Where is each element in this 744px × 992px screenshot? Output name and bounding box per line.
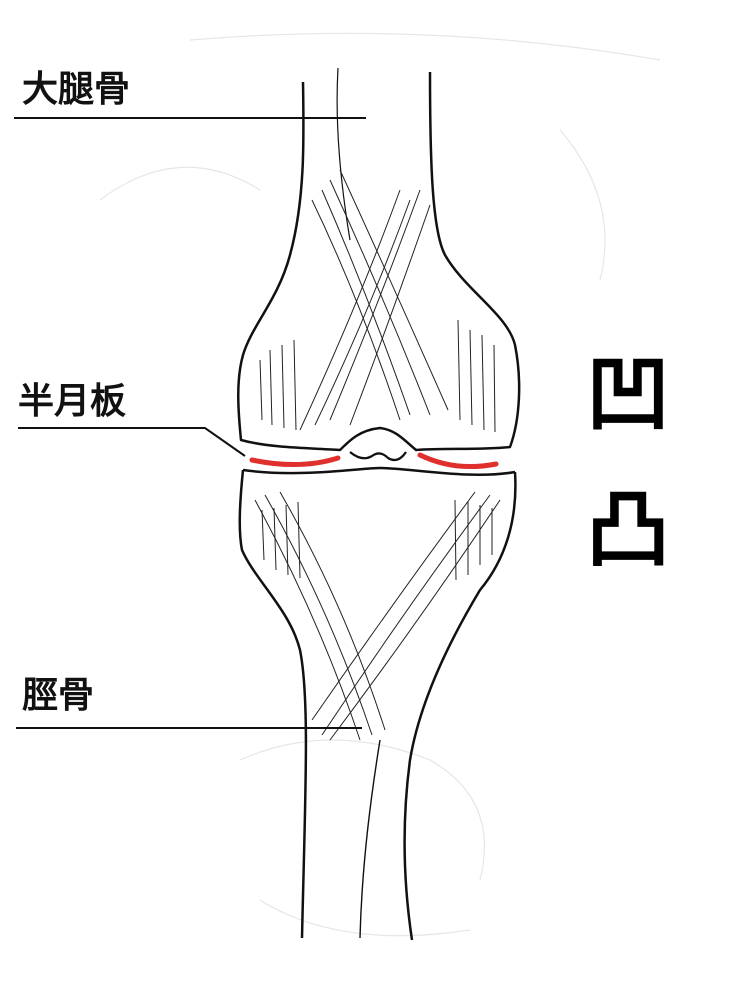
convex-symbol: 凸 <box>586 481 671 579</box>
meniscus-left <box>249 455 341 467</box>
meniscus-label: 半月板 <box>18 381 127 422</box>
meniscus-right <box>417 452 499 470</box>
meniscus-leader-line <box>18 427 246 457</box>
tibia-label: 脛骨 <box>22 675 95 716</box>
femur-inner-line <box>336 67 351 241</box>
tibia-bone <box>238 466 517 941</box>
femur-trabeculae <box>259 169 496 433</box>
femur-bone <box>237 67 521 462</box>
femur-notch <box>349 451 407 462</box>
meniscus <box>249 452 499 470</box>
tibia-outline <box>238 466 517 941</box>
femur-label: 大腿骨 <box>22 69 131 110</box>
tibia-inner-line <box>359 739 381 939</box>
femur-outline <box>237 71 521 452</box>
faint-background-sketch <box>99 32 661 937</box>
concave-symbol: 凹 <box>586 345 671 443</box>
leader-lines <box>14 117 366 729</box>
tibia-trabeculae <box>254 491 501 741</box>
